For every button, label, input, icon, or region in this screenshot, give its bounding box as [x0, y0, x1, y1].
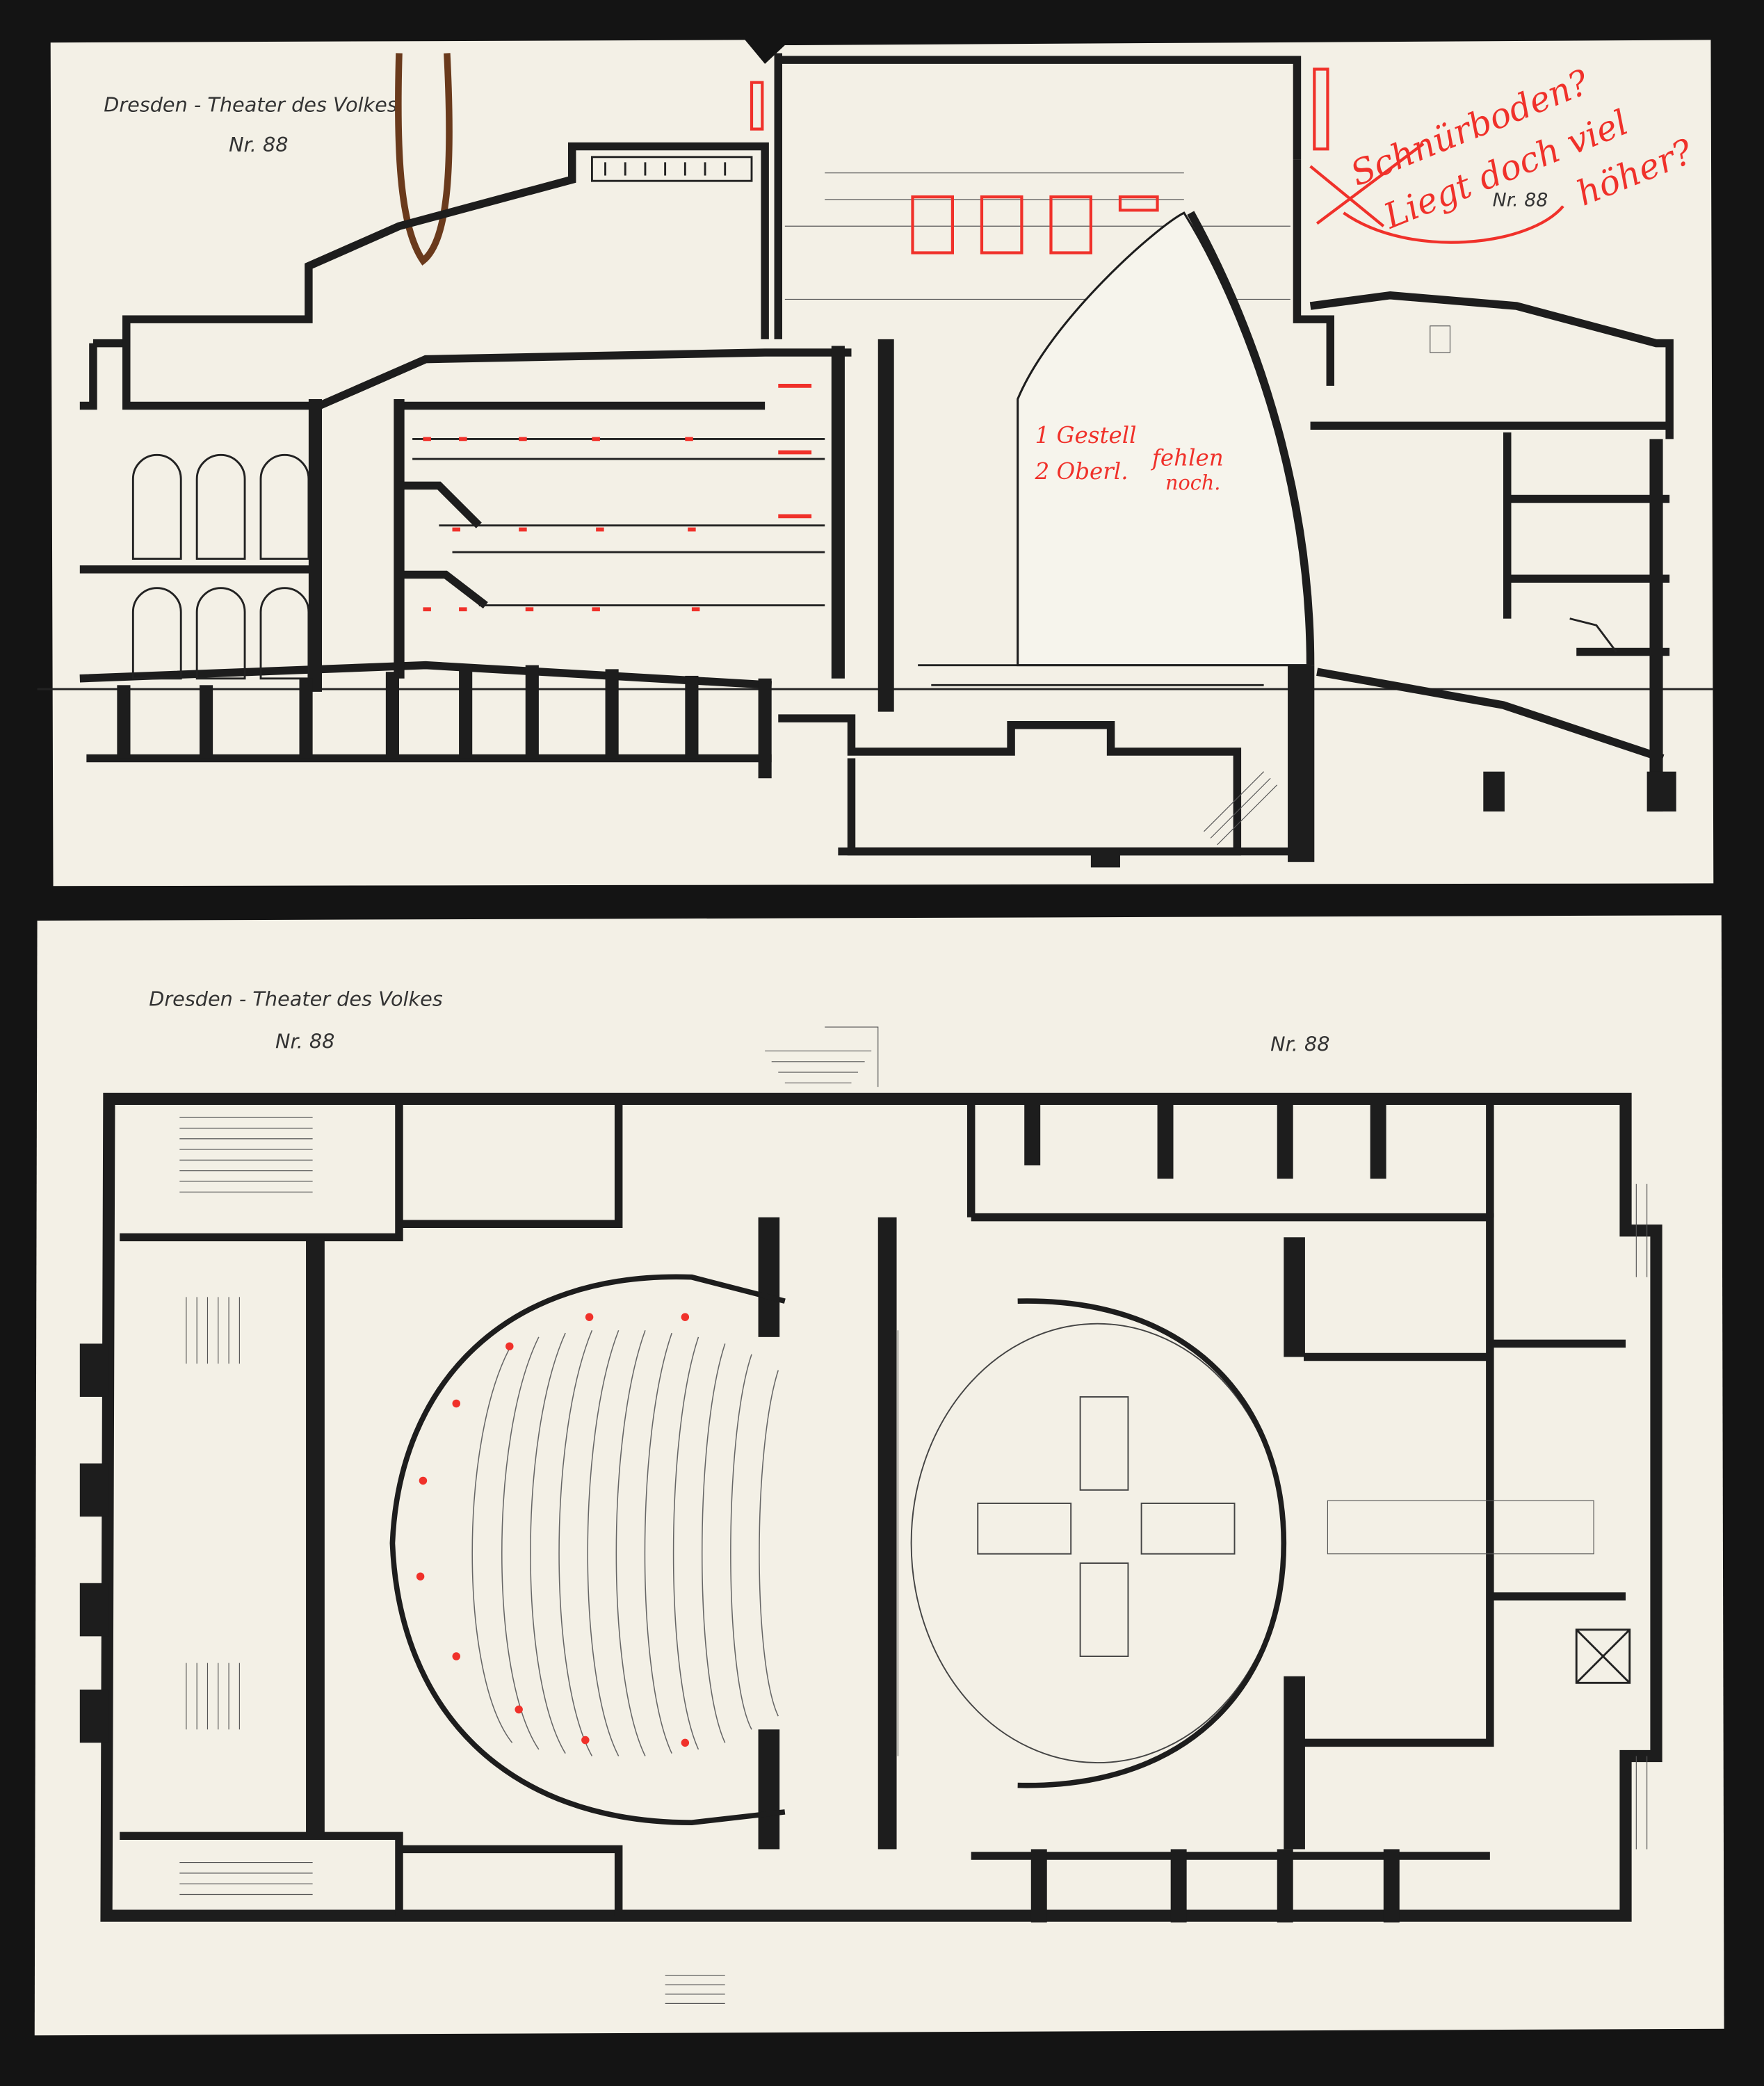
foyer-windows: [131, 453, 310, 680]
revolving-stage-cross: [977, 1396, 1236, 1657]
string-stain: [395, 53, 453, 266]
red-fly-battens: [750, 67, 1329, 254]
plan-piers: [79, 1099, 1400, 1923]
annotation-stage-4: noch.: [1165, 471, 1220, 494]
auditorium-plan: [389, 1274, 786, 1826]
section-number: Nr. 88: [229, 133, 288, 156]
plan-number-right: Nr. 88: [1270, 1032, 1329, 1056]
plan-sheet: Dresden - Theater des Volkes Nr. 88 Nr. …: [34, 915, 1724, 2036]
annotation-stage-2: 2 Oberl.: [1035, 458, 1128, 485]
annotation-stage-1: 1 Gestell: [1035, 422, 1137, 448]
seat-rows: [471, 1329, 779, 1756]
annotation-stage-3: fehlen: [1151, 445, 1224, 471]
section-sheet: Dresden - Theater des Volkes Nr. 88: [37, 40, 1714, 887]
plan-staircases: [179, 1026, 1648, 2004]
plan-number-left: Nr. 88: [275, 1030, 334, 1053]
rear-building-section: [1288, 291, 1676, 862]
plan-outer-walls: [79, 1092, 1662, 1923]
red-seat-markers-plan: [416, 1313, 690, 1747]
red-seat-markers: [423, 383, 812, 612]
stage-plan: [897, 1298, 1594, 1788]
section-title: Dresden - Theater des Volkes: [104, 93, 398, 117]
foundation-piers: [117, 665, 772, 779]
auditorium-section: [79, 142, 894, 779]
section-number-right: Nr. 88: [1493, 190, 1548, 211]
red-annotation-stage: 1 Gestell 2 Oberl. fehlen noch.: [1035, 422, 1224, 494]
plan-title: Dresden - Theater des Volkes: [149, 987, 443, 1010]
